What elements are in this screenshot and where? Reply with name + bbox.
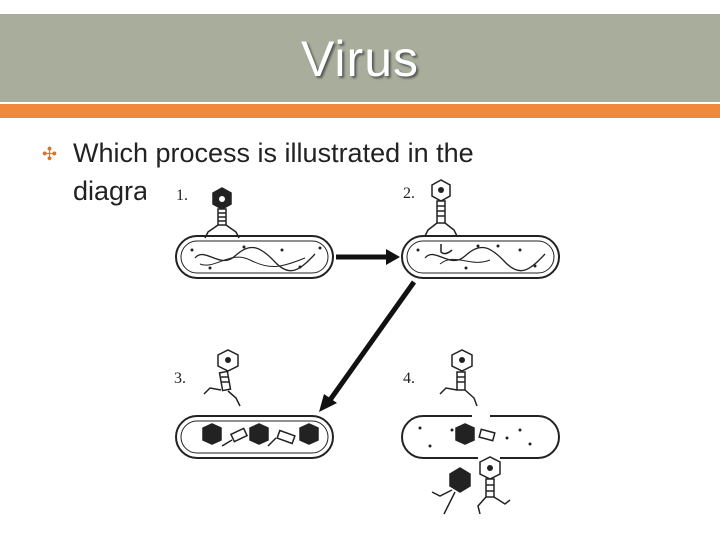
slide-title: Virus bbox=[300, 31, 419, 87]
step-label-4: 4. bbox=[403, 370, 415, 387]
cell-1-dots bbox=[190, 245, 322, 270]
step-label-2: 2. bbox=[403, 185, 415, 202]
step-label-3: 3. bbox=[174, 370, 186, 387]
cell-3-new-phages bbox=[202, 423, 319, 447]
arrow-2-to-3 bbox=[319, 280, 417, 412]
cell-1 bbox=[175, 235, 334, 279]
cell-4-dots bbox=[418, 426, 532, 448]
title-bar bbox=[0, 14, 720, 102]
arrow-1-to-2 bbox=[336, 249, 400, 265]
released-phages bbox=[431, 456, 511, 515]
cell-2 bbox=[401, 235, 560, 279]
bullet-icon: ✣ bbox=[42, 144, 58, 164]
cell-4 bbox=[401, 415, 560, 459]
step-label-1: 1. bbox=[176, 187, 188, 204]
accent-divider bbox=[0, 104, 720, 118]
cell-3 bbox=[175, 415, 334, 459]
phage-3 bbox=[203, 349, 241, 407]
phage-1 bbox=[204, 187, 240, 239]
bullet-text: Which process is illustrated in the diag… bbox=[73, 138, 474, 206]
cell-4-phages bbox=[455, 423, 496, 445]
cell-2-dots bbox=[416, 244, 537, 270]
phage-4 bbox=[439, 349, 478, 407]
phage-2 bbox=[424, 179, 458, 237]
